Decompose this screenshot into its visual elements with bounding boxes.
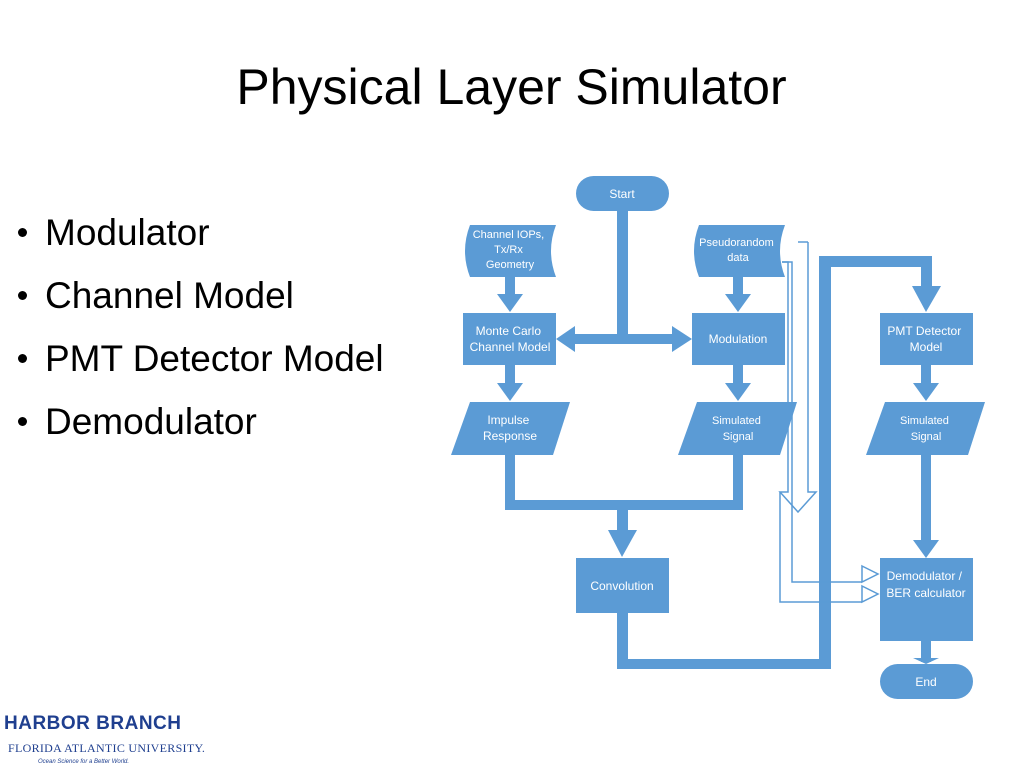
simulated-signal-1-label: Simulated Signal [712,415,764,443]
modulation-node [692,313,785,365]
bullet-text: Demodulator [45,401,257,442]
connector [819,257,831,669]
connector [733,364,743,386]
arrow-head-left [556,326,575,352]
hollow-arrow-right-2 [779,492,862,603]
connector [505,454,515,510]
connector [921,640,931,662]
arrow-head [913,540,939,558]
hollow-arrow-down [778,242,818,514]
connector [505,364,515,386]
connector [617,500,628,532]
bullet-dot-icon [18,290,27,300]
connector [819,256,932,267]
logo-line-1: HARBOR BRANCH [4,713,182,734]
arrow-head [497,294,523,312]
end-node [880,664,973,699]
simulated-signal-2-node [866,402,985,455]
nodes [451,176,985,699]
simulated-signal-1-node [678,402,797,455]
hollow-arrow-head-2 [861,584,880,604]
bullet-dot-icon [18,353,27,363]
connector [505,275,515,297]
bullet-item: PMT Detector Model [18,336,384,399]
channel-iops-label: Channel IOPs, Tx/Rx Geometry [473,229,548,271]
arrow-head [725,383,751,401]
convolution-label: Convolution [590,579,653,593]
bullet-item: Demodulator [18,399,384,462]
impulse-response-label: Impulse Response [483,413,537,443]
bullet-dot-icon [18,416,27,426]
arrow-head [608,530,637,557]
hollow-arrows [778,241,880,604]
pmt-detector-node [880,313,973,365]
connector [921,454,931,542]
convolution-node [576,558,669,613]
arrow-head-right [672,326,692,352]
demodulator-label: Demodulator / BER calculator [886,569,965,600]
logo-line-2: FLORIDA ATLANTIC UNIVERSITY. [8,741,206,755]
start-node [576,176,669,211]
connector [921,364,931,386]
slide-title: Physical Layer Simulator [236,59,787,115]
arrow-head [912,286,941,312]
bullet-dot-icon [18,227,27,237]
arrow-head [913,383,939,401]
channel-iops-node [465,225,556,277]
connector [733,275,743,297]
monte-carlo-label: Monte Carlo Channel Model [470,324,551,354]
connector [617,612,628,669]
start-label: Start [609,187,635,201]
monte-carlo-node [463,313,556,365]
end-label: End [915,675,936,689]
pmt-detector-label: PMT Detector Model [887,324,964,354]
bullet-item: Modulator [18,210,384,273]
connector-start-down [617,210,628,338]
connector [921,256,932,289]
bullet-text: PMT Detector Model [45,338,384,379]
node-labels: Start Channel IOPs, Tx/Rx Geometry Pseud… [470,187,966,689]
pseudorandom-label: Pseudorandom data [699,237,777,264]
arrow-head [725,294,751,312]
connectors [497,210,941,669]
harbor-branch-logo: HARBOR BRANCH FLORIDA ATLANTIC UNIVERSIT… [0,708,205,767]
bullet-text: Channel Model [45,275,294,316]
pseudorandom-node [694,225,785,277]
bullet-list: Modulator Channel Model PMT Detector Mod… [18,210,384,462]
connector-horizontal [573,334,673,344]
arrow-head [913,658,939,664]
simulated-signal-2-label: Simulated Signal [900,415,952,443]
modulation-label: Modulation [709,332,768,346]
bullet-text: Modulator [45,212,210,253]
arrow-head [497,383,523,401]
demodulator-node [880,558,973,641]
logo-line-3: Ocean Science for a Better World. [38,759,130,765]
hollow-arrow-right-1 [782,261,862,583]
impulse-response-node [451,402,570,455]
hollow-arrow-head-1 [861,564,880,584]
connector [617,659,831,669]
connector [733,454,743,510]
bullet-item: Channel Model [18,273,384,336]
